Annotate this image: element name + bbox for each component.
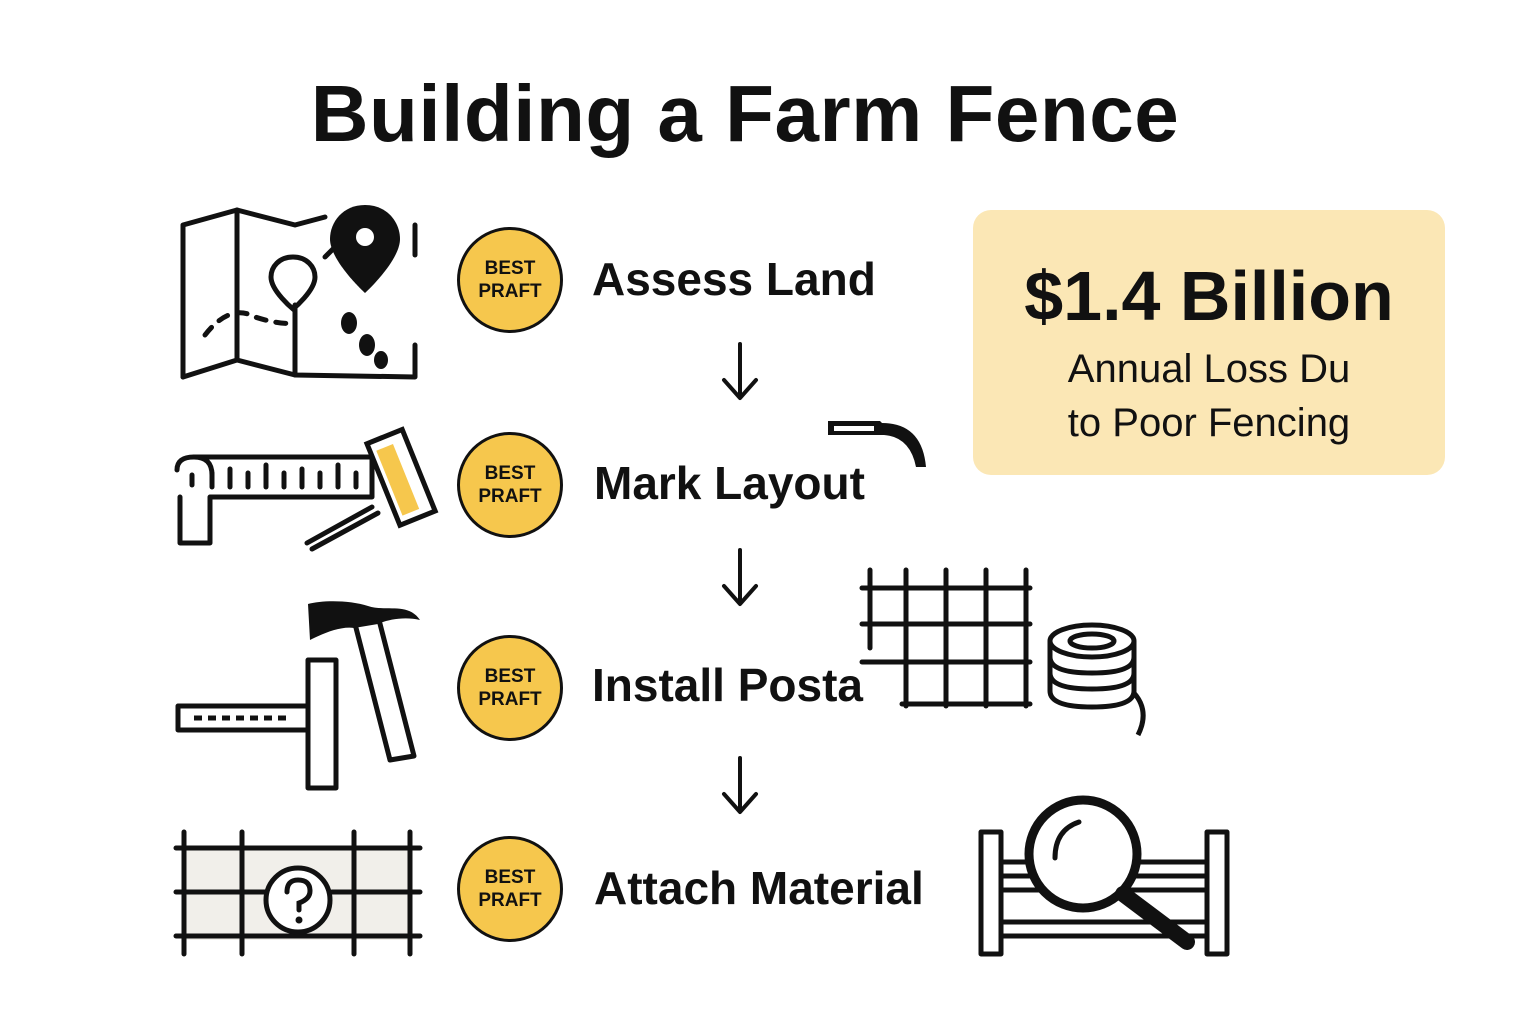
step-label-assess-land: Assess Land — [592, 253, 876, 305]
stat-value: $1.4 Billion — [1024, 257, 1394, 335]
step-label-mark-layout: Mark Layout — [594, 457, 865, 509]
stat-description: Annual Loss Du to Poor Fencing — [1029, 342, 1389, 450]
map-location-icon — [180, 205, 418, 380]
tape-measure-icon — [174, 426, 439, 552]
badge-line-2: PRAFT — [478, 689, 542, 710]
badge-line-1: BEST — [484, 463, 536, 484]
best-praft-badge: BEST PRAFT — [457, 836, 563, 942]
best-praft-badge: BEST PRAFT — [457, 227, 563, 333]
best-praft-badge: BEST PRAFT — [457, 635, 563, 741]
fence-question-icon — [173, 829, 423, 957]
fence-grid-icon — [859, 567, 1033, 709]
down-arrow-icon — [722, 756, 758, 814]
marker-tool-icon — [828, 421, 926, 467]
badge-line-1: BEST — [484, 258, 536, 279]
step-label-install-posts: Install Posta — [592, 659, 863, 711]
down-arrow-icon — [722, 548, 758, 606]
stat-line-2: to Poor Fencing — [1067, 401, 1351, 445]
page-title: Building a Farm Fence — [310, 69, 1180, 158]
badge-line-2: PRAFT — [478, 890, 542, 911]
badge-line-1: BEST — [484, 867, 536, 888]
best-praft-badge: BEST PRAFT — [457, 432, 563, 538]
stat-line-1: Annual Loss Du — [1067, 347, 1351, 391]
fence-magnifier-icon — [978, 795, 1230, 957]
down-arrow-icon — [722, 342, 758, 400]
badge-line-2: PRAFT — [478, 486, 542, 507]
stat-callout: $1.4 Billion Annual Loss Du to Poor Fenc… — [973, 210, 1445, 475]
badge-line-1: BEST — [484, 666, 536, 687]
hammer-post-icon — [175, 601, 420, 791]
step-label-attach-material: Attach Material — [594, 862, 924, 914]
wire-coil-icon — [1047, 622, 1146, 737]
badge-line-2: PRAFT — [478, 281, 542, 302]
